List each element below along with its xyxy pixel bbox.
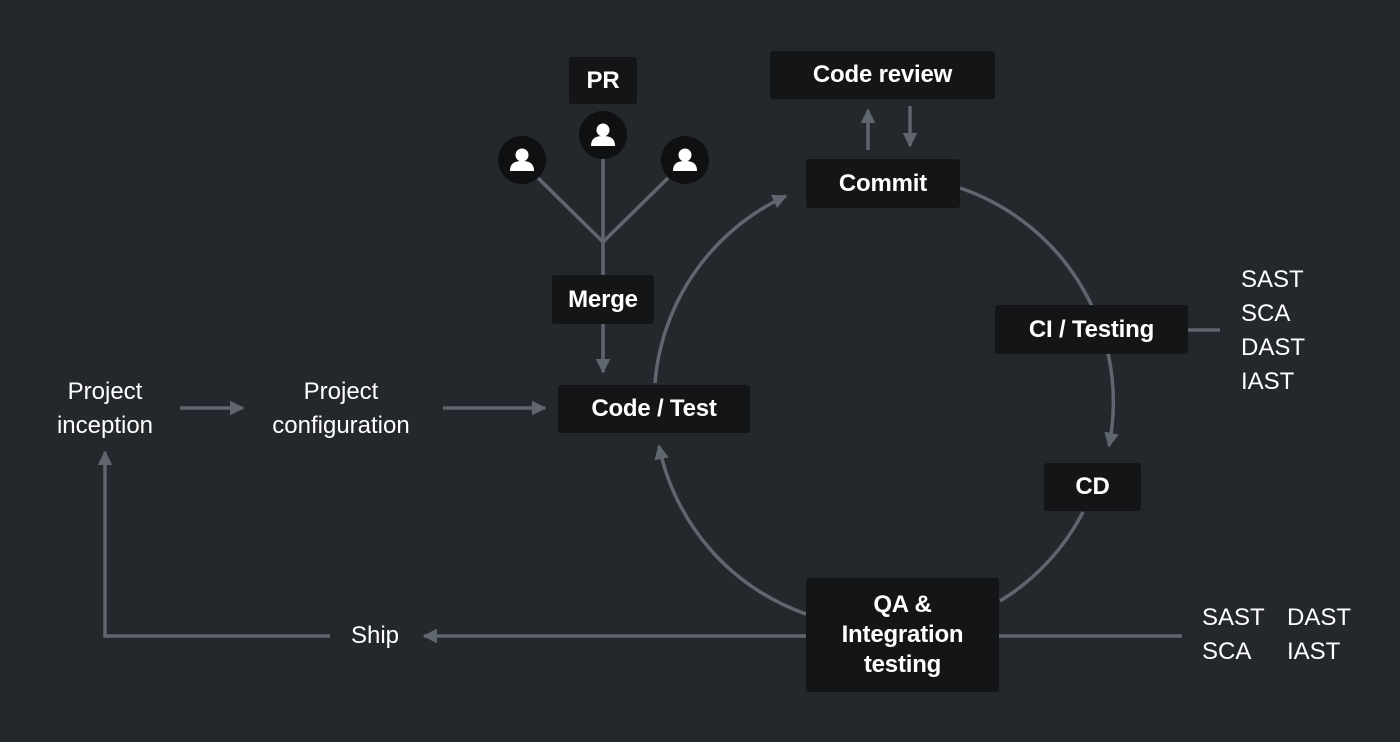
commit-to-cd-arc — [959, 186, 1119, 448]
qa-tools-list-col1: SAST SCA — [1202, 601, 1265, 669]
code-test-label: Code / Test — [591, 395, 717, 422]
code-review-label: Code review — [812, 61, 953, 88]
qa-integration-node: QA & Integration testing — [806, 578, 999, 692]
code-to-commit-arc — [653, 194, 788, 384]
ci-testing-label: CI / Testing — [1028, 315, 1155, 343]
user-icon — [510, 148, 534, 171]
cd-node: CD — [1044, 463, 1141, 511]
ci-tools-list: SAST SCA DAST IAST — [1241, 263, 1305, 399]
qa-tools-list-col2: DAST IAST — [1287, 601, 1351, 669]
pr-branch-right — [601, 176, 670, 244]
user-icon — [673, 148, 697, 171]
project-inception-line1: Project — [67, 378, 143, 405]
pr-branch-left — [536, 176, 605, 244]
code-review-node: Code review — [770, 51, 995, 99]
cd-label: CD — [1075, 473, 1110, 500]
project-configuration-line1: Project — [303, 378, 379, 405]
commit-label: Commit — [838, 169, 928, 197]
qa-tool-item: SCA — [1202, 638, 1252, 665]
ci-tool-item: DAST — [1241, 334, 1306, 361]
ci-testing-node: CI / Testing — [995, 305, 1188, 354]
qa-tool-item: IAST — [1287, 638, 1341, 665]
qa-label-line1: QA & — [873, 591, 932, 618]
project-inception-line2: inception — [56, 412, 154, 439]
commit-node: Commit — [806, 159, 960, 208]
ship-text: Ship — [350, 622, 400, 649]
reviewer-avatar-right — [661, 136, 709, 184]
project-inception-label: Project inception — [30, 375, 180, 443]
ci-tool-item: SCA — [1241, 300, 1291, 327]
ci-tool-item: IAST — [1241, 368, 1295, 395]
project-configuration-line2: configuration — [272, 412, 410, 439]
reviewer-avatar-center — [579, 111, 627, 159]
reviewer-avatar-left — [498, 136, 546, 184]
merge-node: Merge — [552, 275, 654, 324]
cd-to-qa-arc — [999, 511, 1085, 603]
ship-to-inception-arrow — [97, 450, 330, 638]
qa-label-line3: testing — [863, 651, 942, 678]
code-test-node: Code / Test — [558, 385, 750, 433]
qa-tool-item: SAST — [1202, 604, 1265, 631]
qa-to-code-arc — [654, 444, 807, 616]
ship-label: Ship — [335, 619, 415, 653]
ci-tool-item: SAST — [1241, 266, 1304, 293]
qa-tool-item: DAST — [1287, 604, 1352, 631]
pr-label: PR — [586, 66, 620, 94]
user-icon — [591, 123, 615, 146]
project-configuration-label: Project configuration — [250, 375, 432, 443]
merge-label: Merge — [568, 285, 638, 313]
qa-label-line2: Integration — [841, 621, 964, 648]
pr-node: PR — [569, 57, 637, 104]
